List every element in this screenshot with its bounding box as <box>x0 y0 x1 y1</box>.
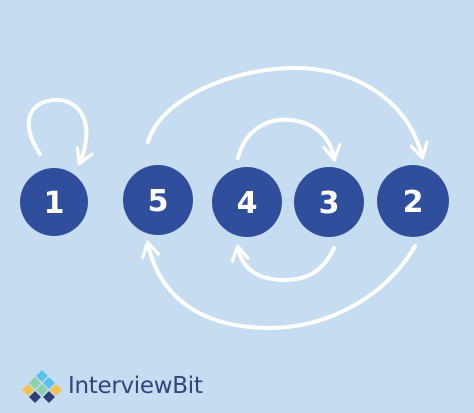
arrow-3-to-4 <box>230 244 336 283</box>
node-label: 2 <box>403 185 424 220</box>
node-5: 5 <box>123 165 193 235</box>
arrow-5-to-2 <box>146 65 429 160</box>
node-label: 4 <box>237 186 258 221</box>
arrow-2-to-5 <box>141 240 417 331</box>
brand-name-part1: Interview <box>68 373 173 399</box>
brand-logo: InterviewBit <box>22 366 203 406</box>
node-2: 2 <box>377 165 449 237</box>
brand-name-part2: Bit <box>172 373 203 399</box>
node-4: 4 <box>212 167 282 237</box>
node-1: 1 <box>20 168 88 236</box>
node-label: 5 <box>148 184 169 219</box>
node-label: 3 <box>319 186 340 221</box>
brand-mark-icon <box>22 370 62 403</box>
node-3: 3 <box>294 167 364 237</box>
self-loop-arrow-1 <box>26 97 94 166</box>
brand-name: InterviewBit <box>68 373 203 399</box>
node-label: 1 <box>44 186 65 221</box>
arrow-4-to-3 <box>236 117 342 162</box>
